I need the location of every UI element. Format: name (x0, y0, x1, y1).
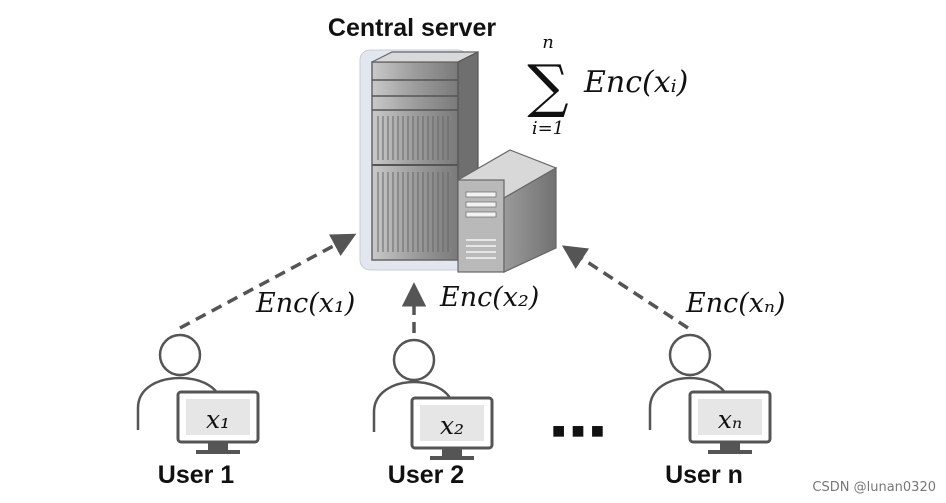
watermark: CSDN @lunan0320 (812, 480, 936, 495)
user-screen-text: x₂ (440, 411, 464, 440)
user-screen-text: xₙ (718, 405, 742, 434)
user-monitor-icon (410, 396, 494, 460)
ellipsis: ■ ■ ■ (552, 418, 604, 443)
server-tower-icon (456, 149, 558, 273)
user-monitor-icon (688, 390, 772, 454)
sum-symbol: ∑ (527, 52, 568, 120)
user-2-group: x₂ User 2 (372, 338, 494, 489)
user-monitor-icon (176, 390, 260, 454)
user-label: User 1 (158, 461, 235, 489)
edge-label-1: Enc(x₁) (255, 288, 355, 319)
user-n-group: xₙ User n (648, 333, 772, 489)
sum-term: Enc(xᵢ) (583, 65, 688, 100)
user-1-group: x₁ User 1 (136, 333, 260, 489)
user-label: User 2 (388, 461, 464, 489)
sum-expression: n ∑ i=1 Enc(xᵢ) (527, 32, 688, 139)
edge-label-n: Enc(xₙ) (685, 288, 785, 319)
sum-lower: i=1 (532, 118, 564, 139)
sum-upper: n (542, 32, 554, 53)
edge-label-2: Enc(x₂) (439, 282, 539, 313)
server-title: Central server (328, 14, 496, 42)
edge-arrow-n (561, 245, 689, 330)
user-label: User n (665, 461, 743, 489)
user-screen-text: x₁ (206, 405, 230, 434)
edge-arrow-1 (179, 233, 357, 330)
